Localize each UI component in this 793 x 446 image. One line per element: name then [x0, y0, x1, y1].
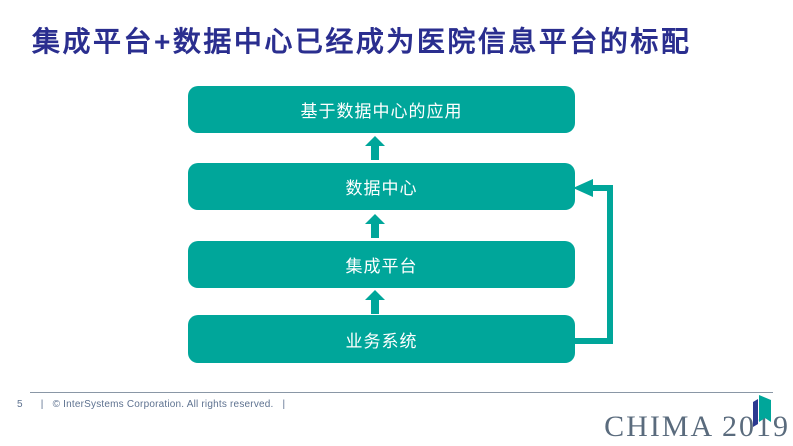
page-title: 集成平台+数据中心已经成为医院信息平台的标配: [32, 26, 692, 57]
up-arrow-icon: [365, 214, 385, 238]
box-label: 数据中心: [345, 179, 418, 198]
copyright-text: © InterSystems Corporation. All rights r…: [52, 399, 274, 410]
page-number: 5: [17, 399, 23, 410]
chima-2019-brand: CHIMA 2019: [604, 395, 790, 444]
footer-separator: |: [282, 399, 286, 410]
box-label: 业务系统: [345, 331, 418, 351]
up-arrow-icon: [365, 136, 385, 160]
diagram-box-business-systems: 业务系统: [188, 315, 575, 363]
box-label: 集成平台: [345, 257, 418, 276]
diagram-box-data-center: 数据中心: [188, 163, 575, 210]
diagram-box-data-center-apps: 基于数据中心的应用: [188, 86, 575, 133]
footer-divider: [30, 392, 773, 393]
feedback-arrow: [573, 179, 613, 344]
diagram-box-integration-platform: 集成平台: [188, 241, 575, 288]
chima-logo-icon: [753, 395, 771, 427]
up-arrow-icon: [365, 290, 385, 314]
footer-separator: |: [40, 399, 44, 410]
footer: 5 | © InterSystems Corporation. All righ…: [17, 399, 285, 410]
box-label: 基于数据中心的应用: [300, 102, 463, 121]
